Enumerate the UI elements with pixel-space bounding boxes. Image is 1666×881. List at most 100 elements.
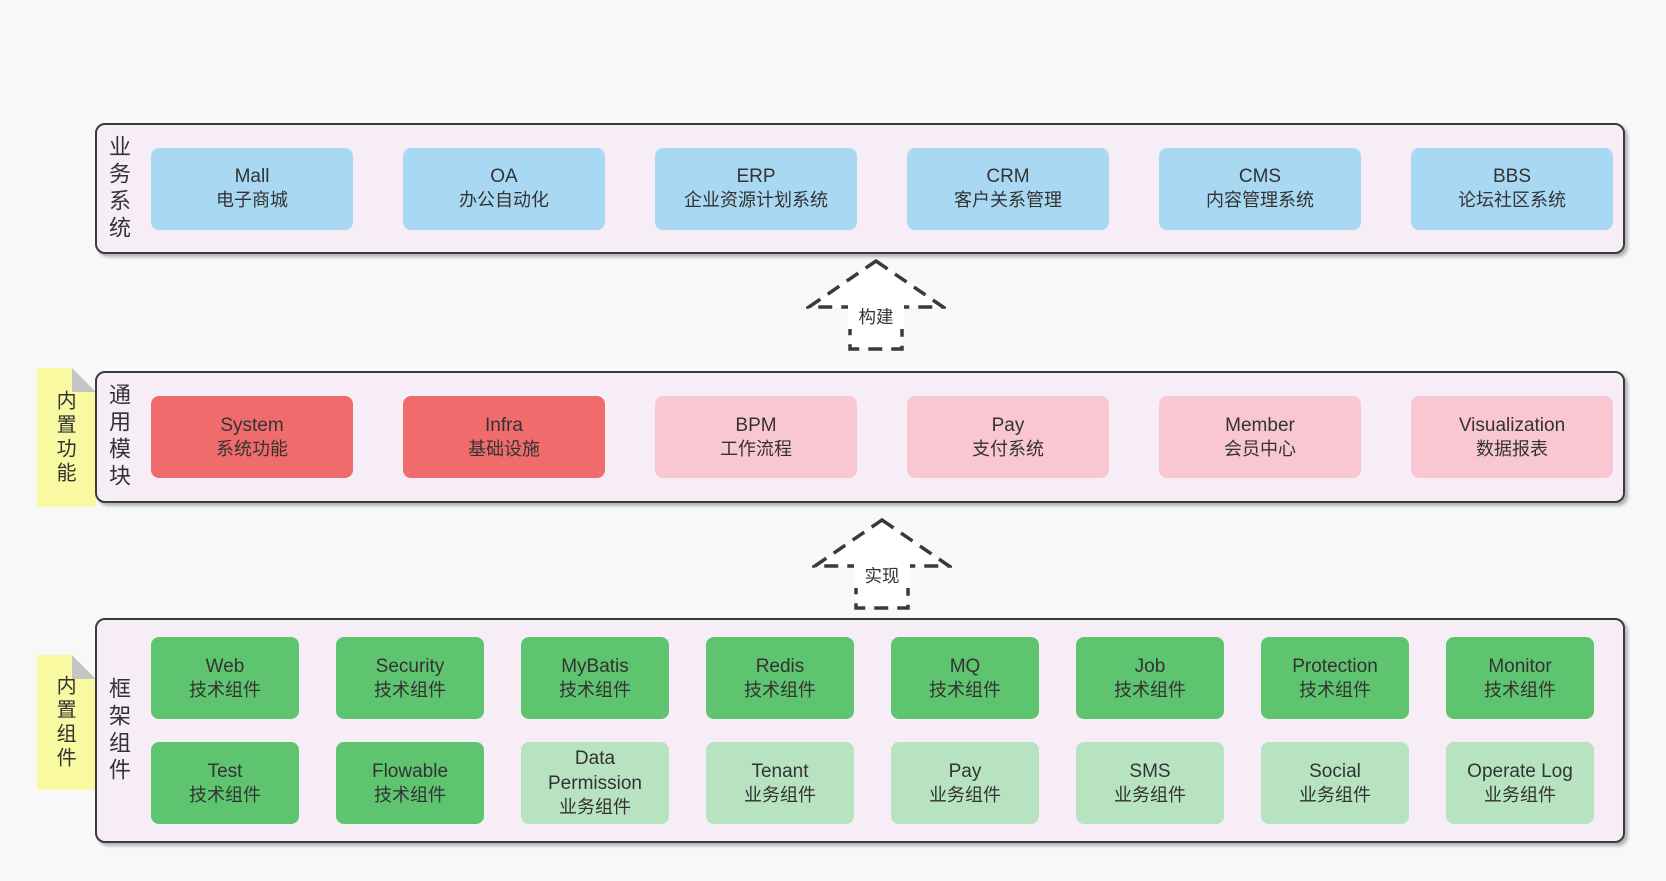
box-title: Protection [1292, 655, 1378, 677]
layer-common-modules: 通用模块 System 系统功能 Infra 基础设施 BPM 工作流程 Pay… [95, 371, 1625, 503]
box-title: Web [205, 655, 245, 677]
box-mq: MQ 技术组件 [891, 637, 1039, 719]
business-system-boxes: Mall 电子商城 OA 办公自动化 ERP 企业资源计划系统 CRM 客户关系… [151, 147, 1613, 230]
box-job: Job 技术组件 [1076, 637, 1224, 719]
box-subtitle: 业务组件 [559, 797, 631, 818]
box-subtitle: 业务组件 [744, 784, 816, 805]
box-title: MyBatis [561, 655, 629, 677]
box-sms: SMS 业务组件 [1076, 742, 1224, 824]
layer-business-systems: 业务系统 Mall 电子商城 OA 办公自动化 ERP 企业资源计划系统 CRM… [95, 123, 1625, 254]
box-subtitle: 电子商城 [216, 190, 288, 211]
folded-corner-icon [72, 655, 96, 679]
layer-label-business-systems: 业务系统 [106, 134, 131, 243]
box-subtitle: 技术组件 [559, 679, 631, 700]
box-title: Social [1309, 760, 1361, 782]
box-title: CRM [986, 166, 1030, 188]
box-tenant: Tenant 业务组件 [706, 742, 854, 824]
component-row-1: Web 技术组件 Security 技术组件 MyBatis 技术组件 Redi… [151, 637, 1594, 719]
up-arrow-icon: 实现 [812, 517, 952, 610]
sticky-note-builtin-components: 内置组件 [37, 655, 96, 790]
box-mybatis: MyBatis 技术组件 [521, 637, 669, 719]
box-title: ERP [736, 166, 776, 188]
box-subtitle: 业务组件 [1114, 784, 1186, 805]
box-subtitle: 客户关系管理 [954, 190, 1062, 211]
box-title: Data Permission [548, 748, 642, 795]
box-subtitle: 技术组件 [1484, 679, 1556, 700]
box-title: Visualization [1458, 414, 1566, 436]
box-subtitle: 技术组件 [374, 679, 446, 700]
box-subtitle: 技术组件 [189, 679, 261, 700]
common-module-boxes: System 系统功能 Infra 基础设施 BPM 工作流程 Pay 支付系统… [151, 396, 1613, 478]
box-subtitle: 技术组件 [744, 679, 816, 700]
box-subtitle: 基础设施 [468, 438, 540, 459]
box-security: Security 技术组件 [336, 637, 484, 719]
box-oa: OA 办公自动化 [403, 147, 605, 230]
box-title: MQ [949, 655, 981, 677]
box-subtitle: 技术组件 [374, 784, 446, 805]
box-infra: Infra 基础设施 [403, 396, 605, 478]
arrow-label-backdrop [848, 305, 904, 329]
box-subtitle: 技术组件 [189, 784, 261, 805]
box-title: BBS [1492, 166, 1532, 188]
box-cms: CMS 内容管理系统 [1159, 147, 1361, 230]
box-subtitle: 内容管理系统 [1206, 190, 1314, 211]
arrow-label: 实现 [865, 566, 900, 586]
box-title: Tenant [751, 760, 809, 782]
box-mall: Mall 电子商城 [151, 147, 353, 230]
box-subtitle: 技术组件 [1299, 679, 1371, 700]
box-subtitle: 工作流程 [720, 438, 792, 459]
box-test: Test 技术组件 [151, 742, 299, 824]
box-title: SMS [1129, 760, 1171, 782]
folded-corner-icon [72, 368, 96, 392]
arrow-implement: 实现 [812, 517, 952, 611]
box-pay-component: Pay 业务组件 [891, 742, 1039, 824]
box-subtitle: 技术组件 [929, 679, 1001, 700]
layer-label-common-modules: 通用模块 [106, 383, 131, 491]
sticky-note-builtin-features: 内置功能 [37, 368, 96, 507]
sticky-note-label: 内置组件 [53, 674, 76, 771]
box-title: Mall [234, 166, 270, 188]
box-title: Member [1225, 414, 1295, 436]
box-title: Flowable [371, 760, 449, 782]
box-erp: ERP 企业资源计划系统 [655, 147, 857, 230]
sticky-note-label: 内置功能 [53, 389, 76, 486]
box-title: Pay [991, 414, 1025, 436]
box-title: Security [375, 655, 445, 677]
box-subtitle: 系统功能 [216, 438, 288, 459]
box-title: Job [1134, 655, 1166, 677]
layer-label-framework-components: 框架组件 [106, 676, 131, 785]
box-social: Social 业务组件 [1261, 742, 1409, 824]
box-flowable: Flowable 技术组件 [336, 742, 484, 824]
box-title: OA [490, 166, 518, 188]
box-subtitle: 支付系统 [972, 438, 1044, 459]
box-title: CMS [1238, 166, 1282, 188]
box-subtitle: 数据报表 [1476, 438, 1548, 459]
box-data-permission: Data Permission 业务组件 [521, 742, 669, 824]
layer-framework-components: 框架组件 Web 技术组件 Security 技术组件 MyBatis 技术组件… [95, 618, 1625, 843]
box-subtitle: 业务组件 [1484, 784, 1556, 805]
arrow-label: 构建 [859, 307, 894, 327]
box-title: Monitor [1488, 655, 1552, 677]
arrow-build: 构建 [806, 258, 946, 352]
box-redis: Redis 技术组件 [706, 637, 854, 719]
box-subtitle: 会员中心 [1224, 438, 1296, 459]
box-crm: CRM 客户关系管理 [907, 147, 1109, 230]
box-system: System 系统功能 [151, 396, 353, 478]
box-title: Test [207, 760, 243, 782]
box-operate-log: Operate Log 业务组件 [1446, 742, 1594, 824]
box-title: Pay [948, 760, 982, 782]
box-subtitle: 企业资源计划系统 [684, 190, 828, 211]
box-member: Member 会员中心 [1159, 396, 1361, 478]
box-bpm: BPM 工作流程 [655, 396, 857, 478]
framework-component-rows: Web 技术组件 Security 技术组件 MyBatis 技术组件 Redi… [151, 637, 1594, 824]
box-protection: Protection 技术组件 [1261, 637, 1409, 719]
box-subtitle: 业务组件 [1299, 784, 1371, 805]
component-row-2: Test 技术组件 Flowable 技术组件 Data Permission … [151, 742, 1594, 824]
arrow-label-backdrop [854, 564, 910, 588]
box-monitor: Monitor 技术组件 [1446, 637, 1594, 719]
box-pay-module: Pay 支付系统 [907, 396, 1109, 478]
box-subtitle: 论坛社区系统 [1458, 190, 1566, 211]
box-title: Infra [484, 414, 524, 436]
box-title: System [220, 414, 284, 436]
box-title: BPM [735, 414, 777, 436]
